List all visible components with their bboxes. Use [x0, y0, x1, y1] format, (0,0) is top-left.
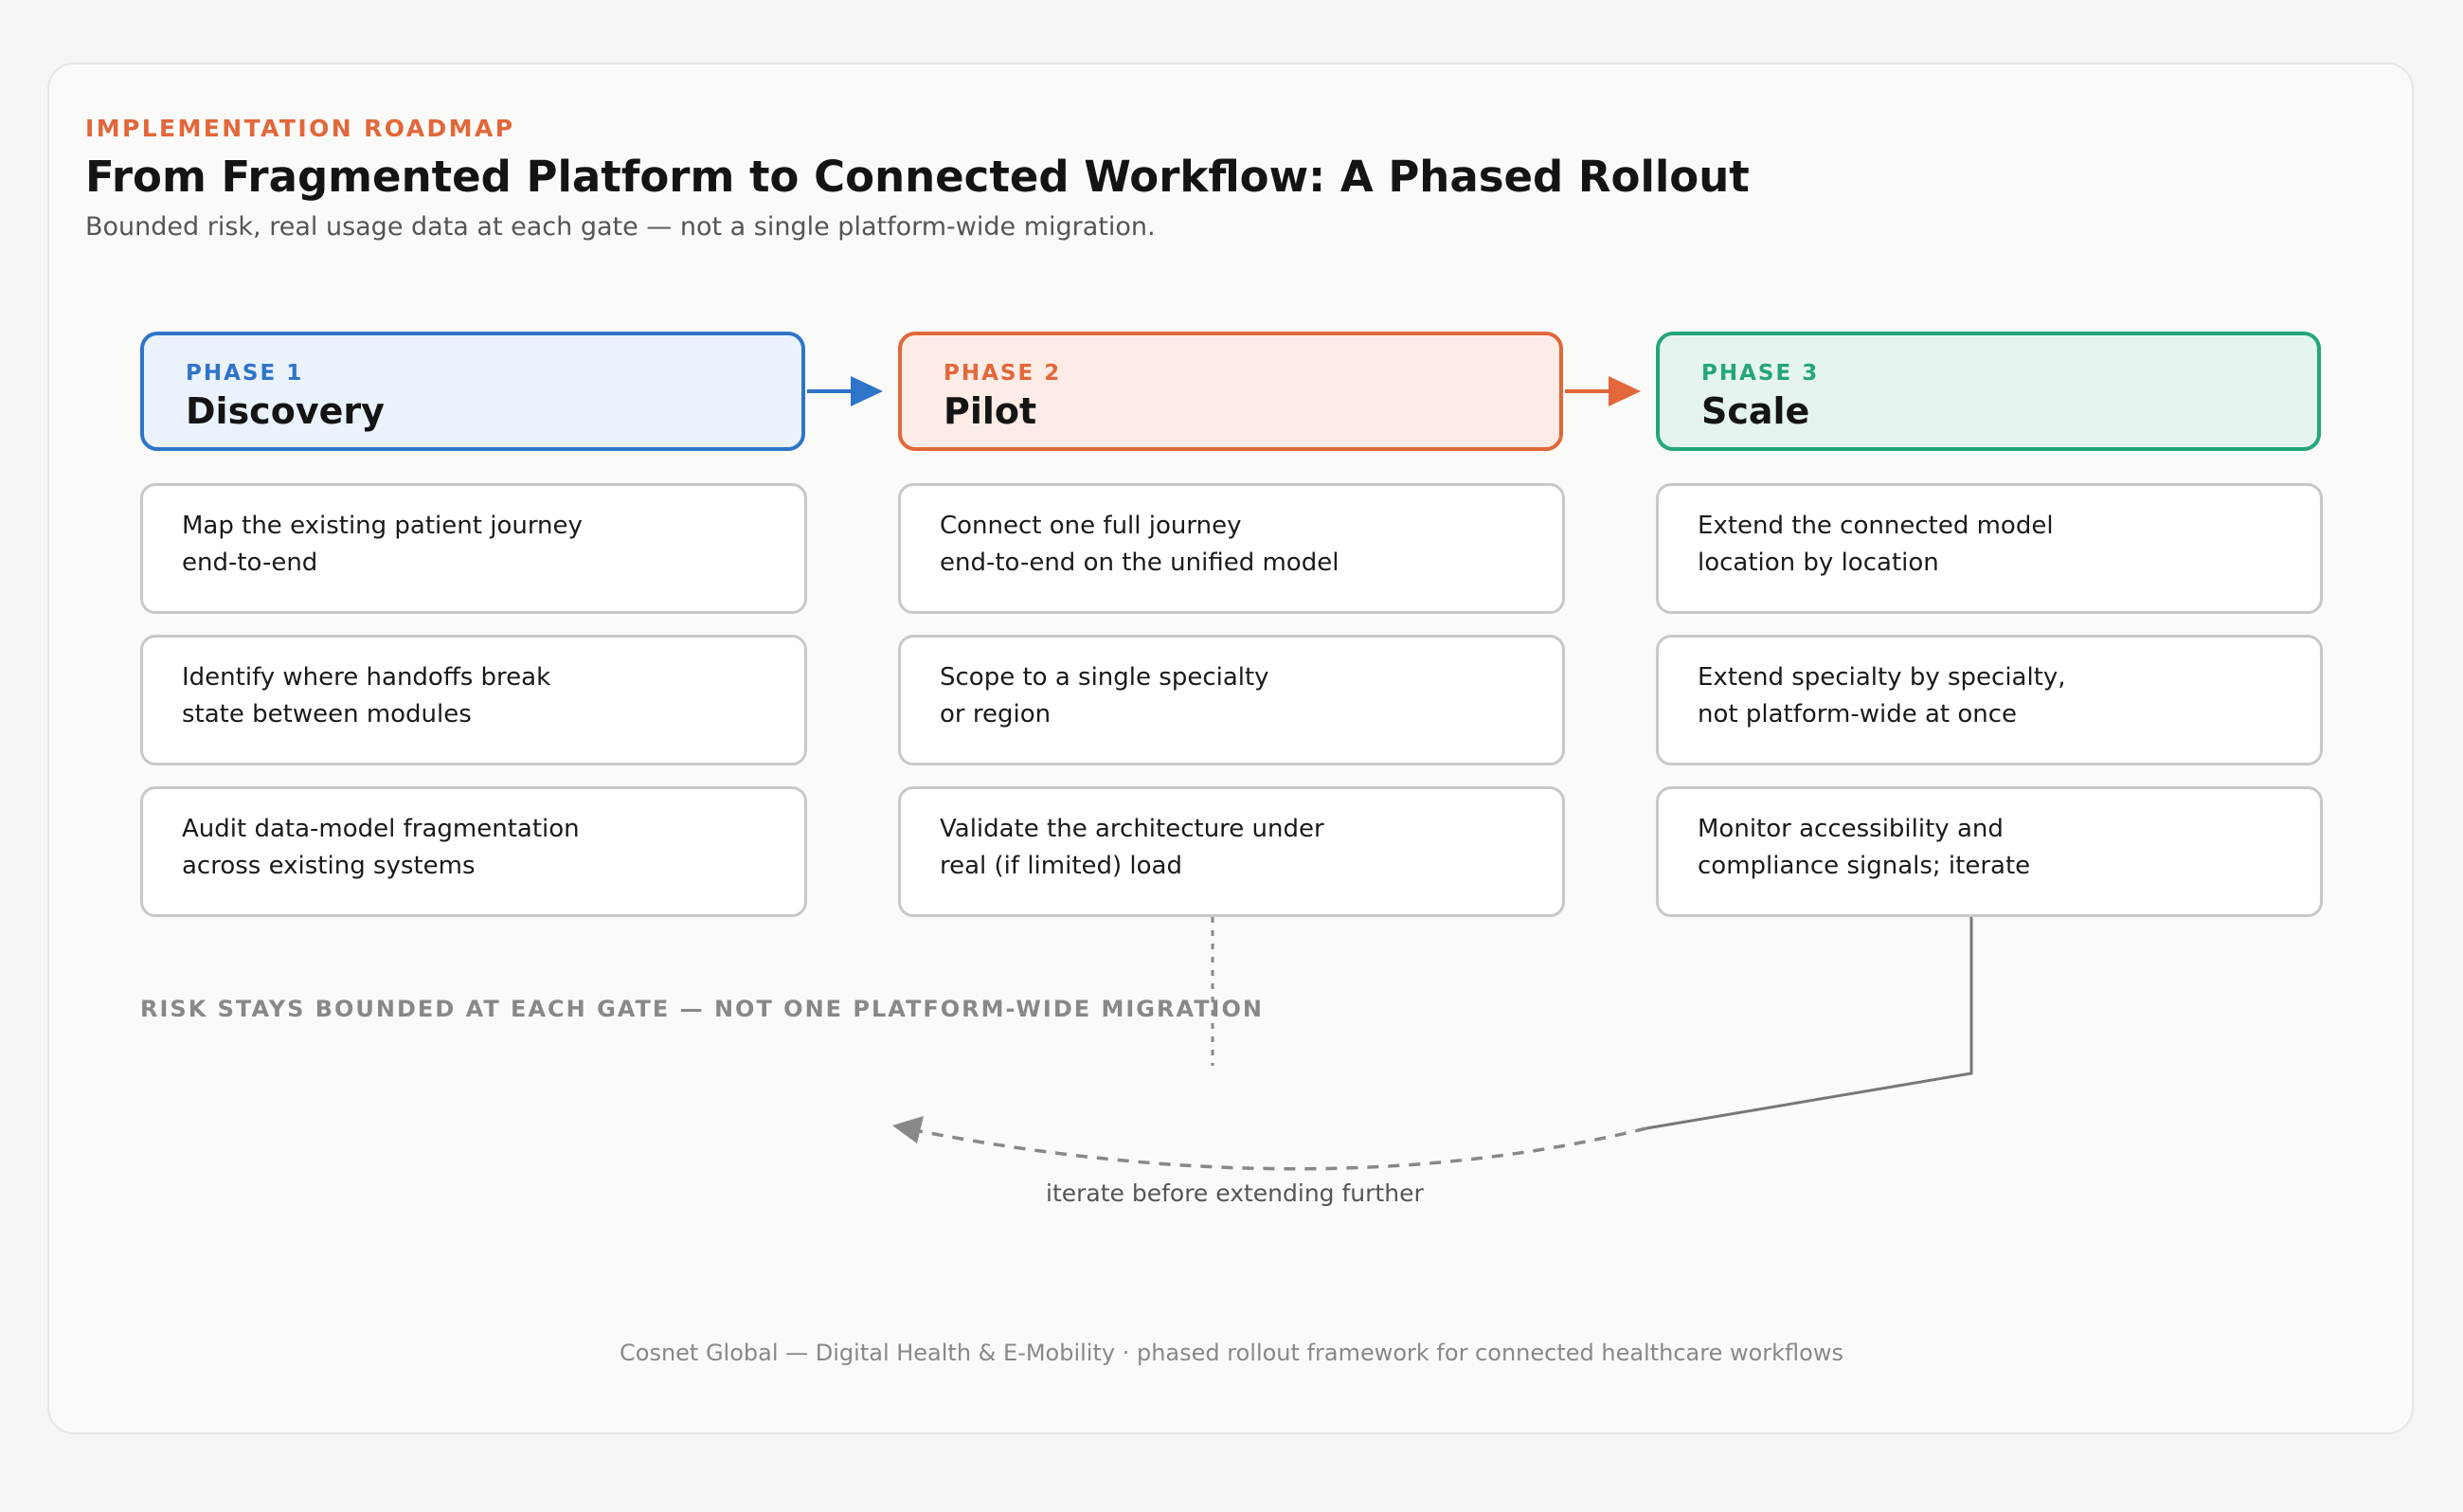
- page-subtitle: Bounded risk, real usage data at each ga…: [85, 212, 1156, 242]
- phase-2-header: PHASE 2 Pilot: [898, 332, 1563, 451]
- phase-2-step-1: Connect one full journey end-to-end on t…: [898, 483, 1565, 614]
- eyebrow-label: IMPLEMENTATION ROADMAP: [85, 115, 515, 142]
- scale-feedback-line: [1645, 917, 1973, 1130]
- phase-1-name: Discovery: [186, 390, 385, 432]
- step-text: Extend the connected model location by l…: [1698, 512, 2054, 577]
- step-text: Map the existing patient journey end-to-…: [182, 512, 583, 577]
- phase-3-step-1: Extend the connected model location by l…: [1656, 483, 2323, 614]
- phase-3-header: PHASE 3 Scale: [1656, 332, 2321, 451]
- phase-3-step-3: Monitor accessibility and compliance sig…: [1656, 786, 2323, 917]
- iterate-loop-label: iterate before extending further: [1046, 1179, 1424, 1207]
- step-text: Validate the architecture under real (if…: [940, 815, 1324, 880]
- iterate-loop-arrowhead-icon: [892, 1116, 924, 1143]
- phase-1-tag: PHASE 1: [186, 361, 304, 386]
- step-text: Extend specialty by specialty, not platf…: [1698, 663, 2066, 729]
- phase-1-to-2-arrowhead-icon: [851, 376, 883, 406]
- phase-1-step-1: Map the existing patient journey end-to-…: [140, 483, 807, 614]
- phase-2-name: Pilot: [944, 390, 1037, 432]
- phase-3-name: Scale: [1701, 390, 1810, 432]
- step-text: Connect one full journey end-to-end on t…: [940, 512, 1339, 577]
- risk-gate-label: RISK STAYS BOUNDED AT EACH GATE — NOT ON…: [140, 996, 1264, 1022]
- phase-1-step-3: Audit data-model fragmentation across ex…: [140, 786, 807, 917]
- phase-2-step-2: Scope to a single specialty or region: [898, 635, 1565, 765]
- phase-2-step-3: Validate the architecture under real (if…: [898, 786, 1565, 917]
- phase-1-step-2: Identify where handoffs break state betw…: [140, 635, 807, 765]
- step-text: Identify where handoffs break state betw…: [182, 663, 551, 729]
- step-text: Scope to a single specialty or region: [940, 663, 1269, 729]
- step-text: Monitor accessibility and compliance sig…: [1698, 815, 2031, 880]
- iterate-loop-path: [908, 1126, 1647, 1171]
- phase-2-to-3-arrowhead-icon: [1609, 376, 1641, 406]
- phase-3-step-2: Extend specialty by specialty, not platf…: [1656, 635, 2323, 765]
- page-title: From Fragmented Platform to Connected Wo…: [85, 152, 1750, 202]
- phase-2-tag: PHASE 2: [944, 361, 1062, 386]
- step-text: Audit data-model fragmentation across ex…: [182, 815, 580, 880]
- phase-1-header: PHASE 1 Discovery: [140, 332, 805, 451]
- footer-caption: Cosnet Global — Digital Health & E-Mobil…: [620, 1340, 1843, 1366]
- phase-3-tag: PHASE 3: [1701, 361, 1820, 386]
